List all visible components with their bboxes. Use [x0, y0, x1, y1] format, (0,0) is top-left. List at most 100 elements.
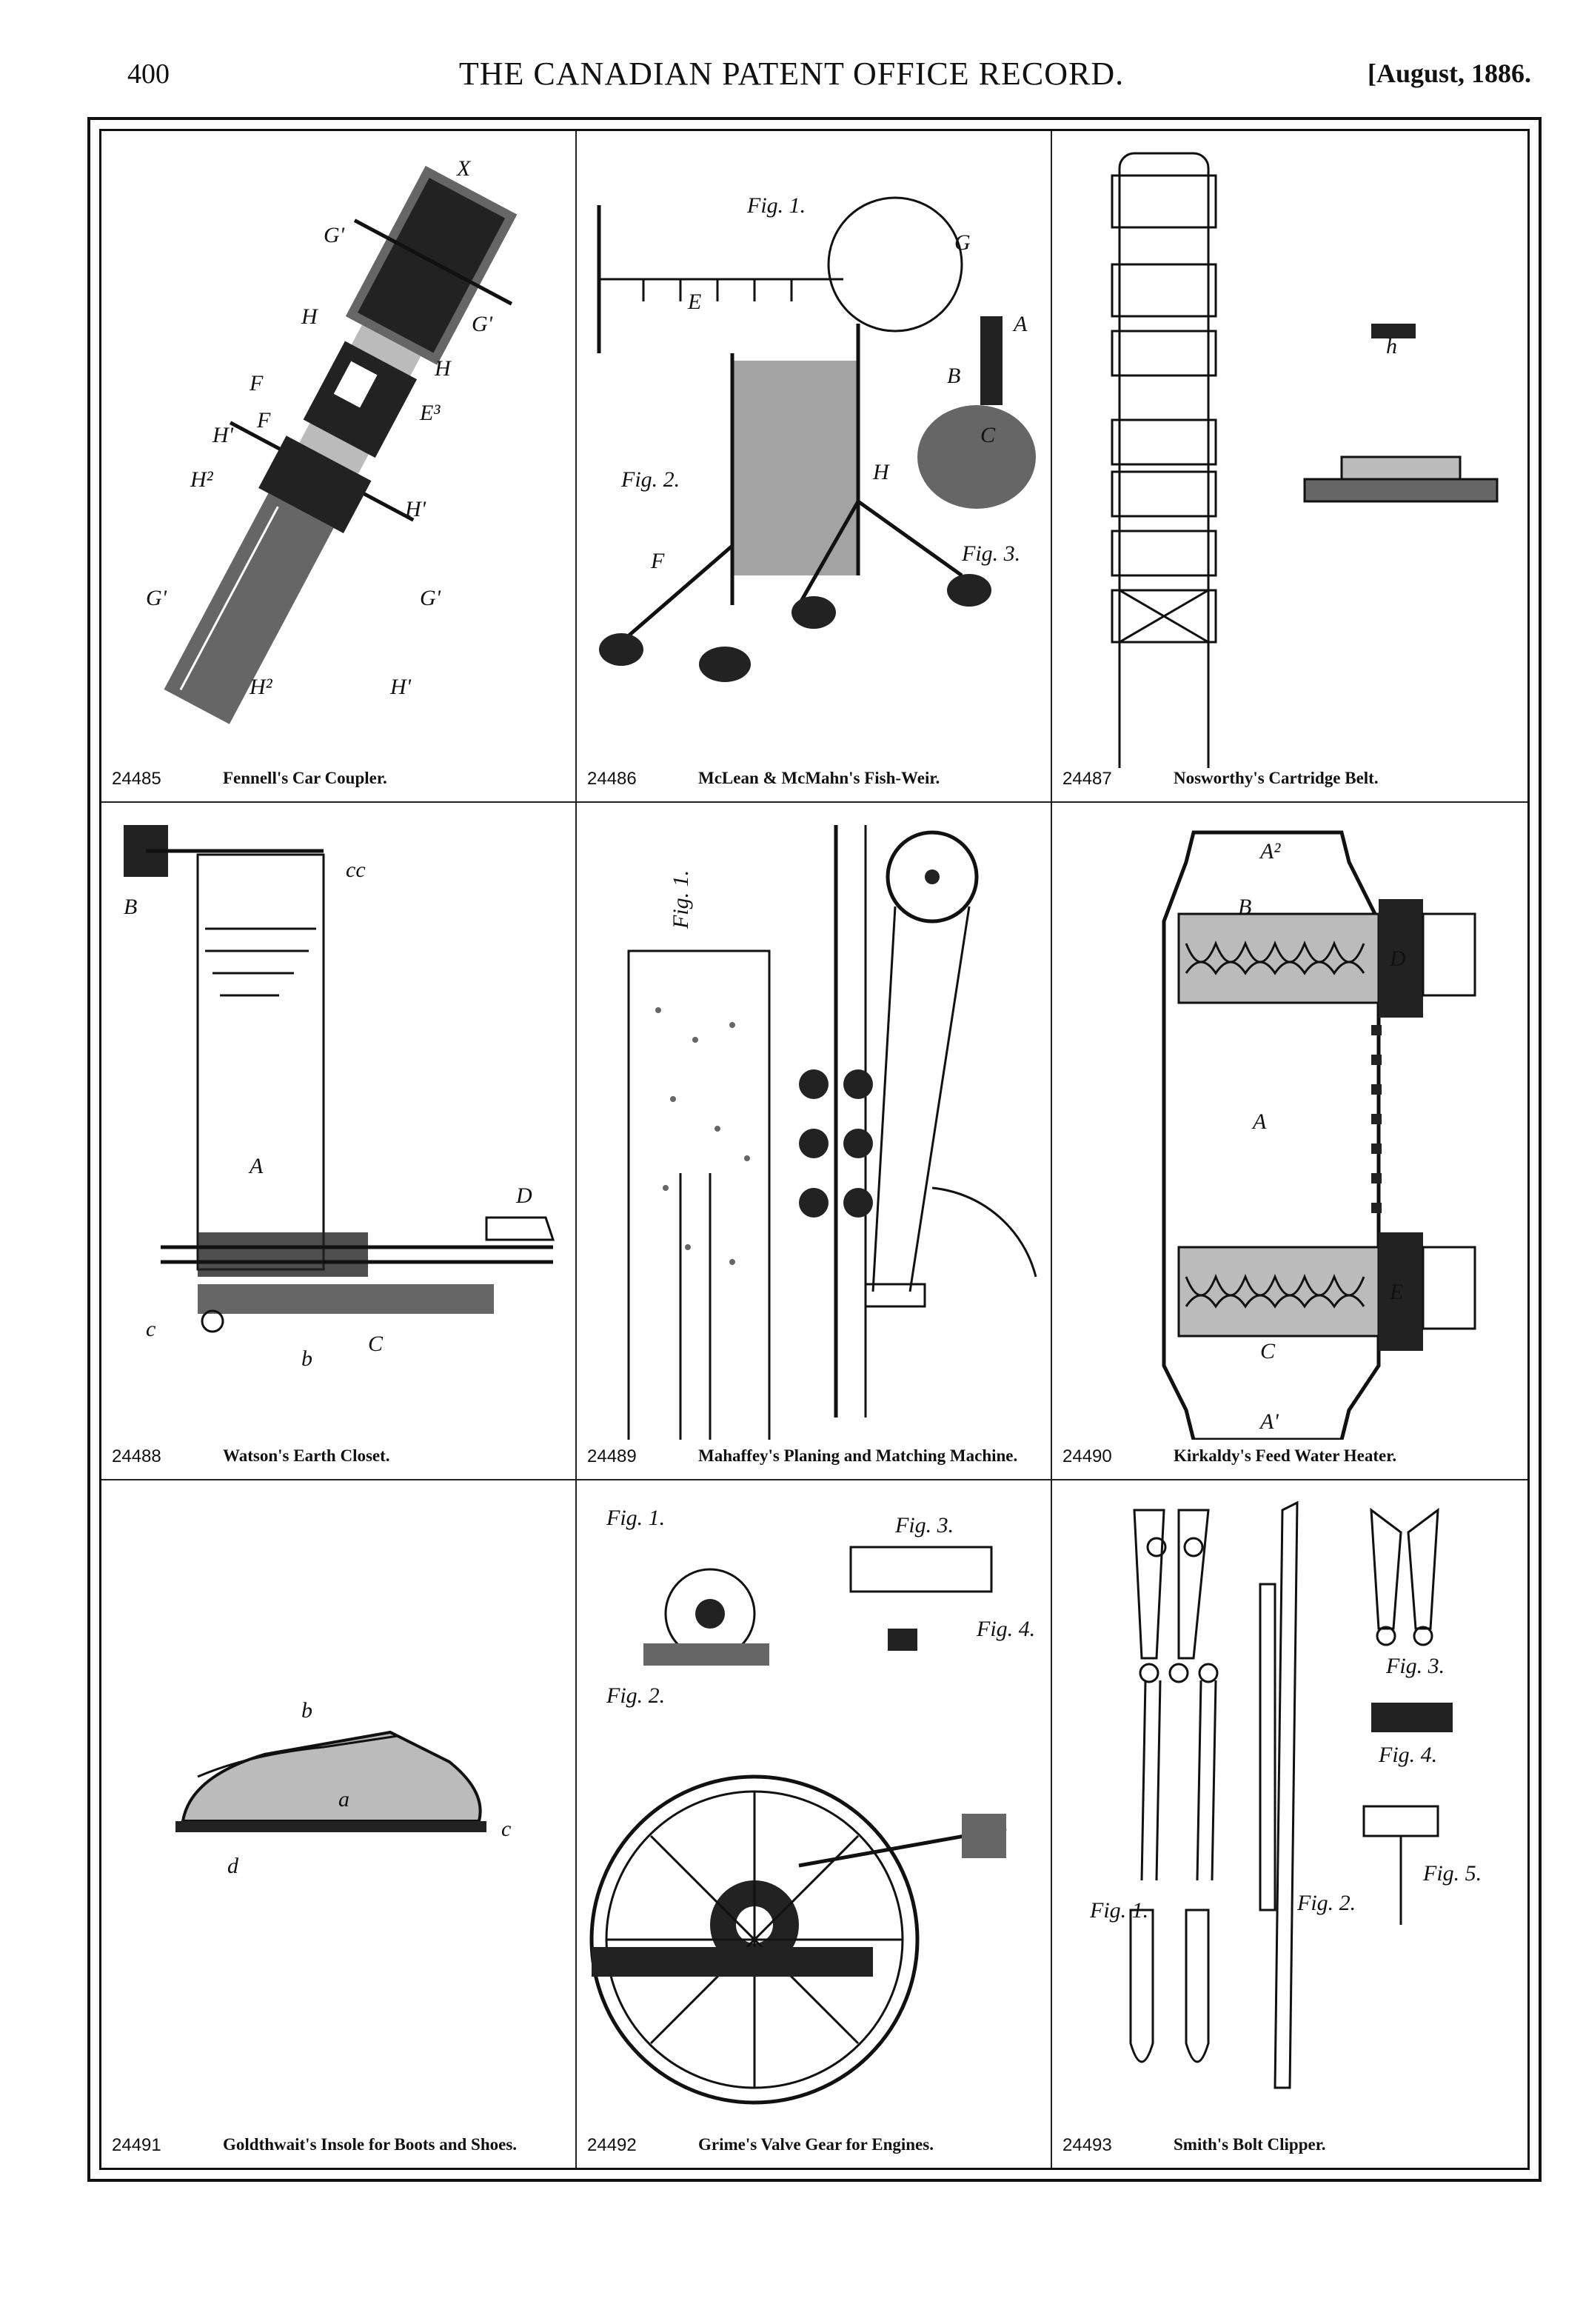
patent-grid: X G' H G' F H' H² F E³ H H' G' G' H² H' … — [99, 129, 1530, 2170]
patent-cell-cartridge-belt: h 24487 Nosworthy's Cartridge Belt. — [1052, 131, 1527, 803]
label-c: C — [980, 423, 996, 447]
patent-cell-fish-weir: Fig. 1. Fig. 2. Fig. 3. A — [577, 131, 1052, 803]
caption-24486: 24486 McLean & McMahn's Fish-Weir. — [587, 769, 1043, 789]
patent-number: 24485 — [112, 769, 161, 789]
label-b-upper: B — [124, 895, 137, 919]
label-d: D — [1389, 946, 1406, 971]
label-fig2: Fig. 2. — [1296, 1891, 1356, 1915]
label-c: c — [501, 1817, 511, 1841]
patent-cell-earth-closet: B A D c b C cc 24488 Watson's Earth Clos… — [101, 803, 577, 1480]
caption-24490: 24490 Kirkaldy's Feed Water Heater. — [1062, 1446, 1520, 1467]
earth-closet-illustration: B A D c b C cc — [124, 825, 555, 1371]
label-fig1: Fig. 1. — [606, 1506, 665, 1530]
label-fig2: Fig. 2. — [606, 1683, 665, 1708]
patent-number: 24493 — [1062, 2135, 1112, 2155]
patent-cell-valve-gear: Fig. 1. Fig. 2. Fig. 3. Fig. 4. — [577, 1480, 1052, 2168]
label-f2: F — [256, 408, 271, 433]
label-b: B — [1238, 895, 1251, 919]
patent-number: 24489 — [587, 1446, 637, 1466]
label-a2: A² — [1259, 839, 1281, 864]
label-fig1: Fig. 1. — [669, 870, 693, 929]
patent-cell-car-coupler: X G' H G' F H' H² F E³ H H' G' G' H² H' … — [101, 131, 577, 803]
page-date: [August, 1886. — [1367, 59, 1531, 88]
planing-machine-illustration: Fig. 1. — [627, 825, 1037, 1440]
patent-title: Watson's Earth Closet. — [223, 1446, 390, 1465]
label-g1: G' — [324, 223, 345, 247]
label-h: H — [872, 460, 891, 484]
patent-title: Goldthwait's Insole for Boots and Shoes. — [223, 2135, 518, 2154]
label-a: A — [1012, 312, 1028, 336]
patent-cell-planing-machine: Fig. 1. 24489 Mahaffey's Planing and Mat… — [577, 803, 1052, 1480]
label-a: a — [338, 1787, 349, 1812]
label-h7: H' — [389, 675, 412, 699]
patent-title: Fennell's Car Coupler. — [223, 769, 387, 787]
label-b-lower: b — [301, 1346, 312, 1371]
label-a: A — [1251, 1109, 1267, 1134]
label-c-upper: C — [368, 1332, 384, 1356]
caption-24485: 24485 Fennell's Car Coupler. — [112, 769, 568, 789]
patent-cell-water-heater: A² B D A E C A' 24490 Kirkaldy's Feed Wa… — [1052, 803, 1527, 1480]
patent-title: Grime's Valve Gear for Engines. — [698, 2135, 934, 2154]
patent-number: 24487 — [1062, 769, 1112, 789]
label-g3: G' — [146, 586, 167, 610]
water-heater-illustration: A² B D A E C A' — [1162, 830, 1476, 1440]
bolt-clipper-illustration: Fig. 1. Fig. 2. Fig. 3. Fig. 4. Fig. 5. — [1089, 1500, 1482, 2089]
label-g4: G' — [420, 586, 441, 610]
label-f1: F — [249, 371, 264, 395]
label-b: B — [947, 364, 960, 388]
patent-cell-insole: b a d c 24491 Goldthwait's Insole for Bo… — [101, 1480, 577, 2168]
label-e: E — [687, 290, 701, 314]
label-h2: H' — [212, 423, 234, 447]
label-a: A — [248, 1154, 264, 1178]
caption-24488: 24488 Watson's Earth Closet. — [112, 1446, 568, 1467]
label-fig1: Fig. 1. — [746, 193, 806, 218]
label-g2: G' — [472, 312, 493, 336]
label-h6: H² — [249, 675, 273, 699]
caption-24493: 24493 Smith's Bolt Clipper. — [1062, 2135, 1520, 2156]
label-fig3: Fig. 3. — [961, 541, 1020, 566]
label-h4: H — [434, 356, 452, 381]
label-fig4: Fig. 4. — [976, 1617, 1035, 1641]
label-g: G — [954, 230, 971, 255]
car-coupler-illustration: X G' H G' F H' H² F E³ H H' G' G' H² H' — [146, 156, 518, 724]
label-h5: H' — [404, 497, 426, 521]
caption-24489: 24489 Mahaffey's Planing and Matching Ma… — [587, 1446, 1043, 1467]
page-number: 400 — [127, 59, 170, 90]
patent-title: Kirkaldy's Feed Water Heater. — [1174, 1446, 1397, 1465]
label-d: D — [515, 1183, 532, 1208]
patent-number: 24488 — [112, 1446, 161, 1466]
label-a1: A' — [1259, 1409, 1279, 1434]
patent-number: 24491 — [112, 2135, 161, 2155]
label-x: X — [456, 156, 472, 181]
label-b: b — [301, 1698, 312, 1723]
label-fig4: Fig. 4. — [1378, 1743, 1437, 1767]
label-cc: cc — [346, 858, 366, 882]
label-fig5: Fig. 5. — [1422, 1861, 1482, 1886]
caption-24491: 24491 Goldthwait's Insole for Boots and … — [112, 2135, 568, 2156]
fish-weir-illustration: Fig. 1. Fig. 2. Fig. 3. A — [597, 193, 1036, 682]
caption-24487: 24487 Nosworthy's Cartridge Belt. — [1062, 769, 1520, 789]
label-d: d — [227, 1854, 239, 1878]
patent-number: 24490 — [1062, 1446, 1112, 1466]
patent-title: Mahaffey's Planing and Matching Machine. — [698, 1446, 1018, 1465]
label-c-lower: c — [146, 1317, 155, 1341]
patent-title: Nosworthy's Cartridge Belt. — [1174, 769, 1379, 787]
label-fig2: Fig. 2. — [620, 467, 680, 492]
plate-frame: X G' H G' F H' H² F E³ H H' G' G' H² H' … — [87, 117, 1542, 2182]
patent-cell-bolt-clipper: Fig. 1. Fig. 2. Fig. 3. Fig. 4. Fig. 5. … — [1052, 1480, 1527, 2168]
patent-title: Smith's Bolt Clipper. — [1174, 2135, 1326, 2154]
label-fig1: Fig. 1. — [1089, 1898, 1148, 1923]
patent-title: McLean & McMahn's Fish-Weir. — [698, 769, 940, 787]
label-fig3: Fig. 3. — [894, 1513, 954, 1537]
caption-24492: 24492 Grime's Valve Gear for Engines. — [587, 2135, 1043, 2156]
label-e: E — [1389, 1280, 1403, 1304]
weir-net — [599, 324, 991, 682]
label-h3: H² — [190, 467, 214, 492]
label-fig3: Fig. 3. — [1385, 1654, 1445, 1678]
patent-number: 24486 — [587, 769, 637, 789]
cartridge-belt-illustration: h — [1111, 152, 1499, 768]
label-e3: E³ — [419, 401, 441, 425]
valve-gear-illustration: Fig. 1. Fig. 2. Fig. 3. Fig. 4. — [589, 1506, 1035, 2105]
patent-number: 24492 — [587, 2135, 637, 2155]
running-title: THE CANADIAN PATENT OFFICE RECORD. — [458, 56, 1125, 92]
